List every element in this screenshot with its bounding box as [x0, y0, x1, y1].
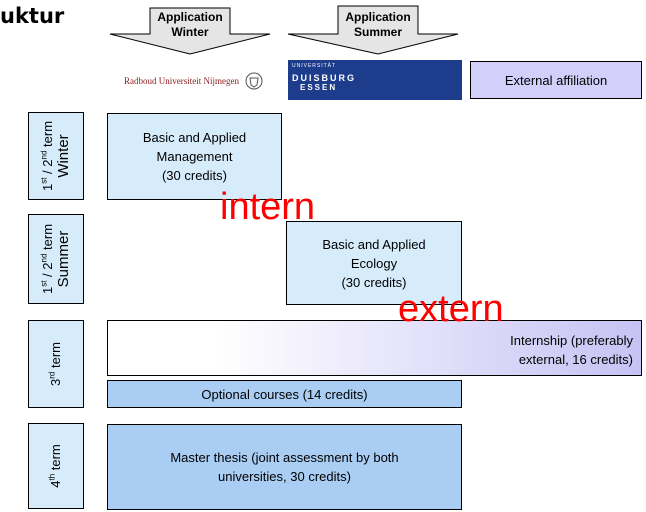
radboud-crest-icon — [245, 72, 263, 90]
term-3-sup1: rd — [47, 371, 57, 379]
term-1-prefix: 1 — [40, 183, 55, 192]
thesis-box: Master thesis (joint assessment by both … — [107, 424, 462, 510]
term-2-mid: / 2 — [40, 262, 55, 281]
term-1-sup2: nd — [39, 150, 49, 160]
term-3-label: 3rd term — [48, 342, 64, 386]
ecology-line2: Ecology — [350, 255, 398, 271]
arrow-summer — [287, 5, 459, 55]
ude-logo: UNIVERSITÄT DUISBURG ESSEN — [288, 60, 462, 100]
term-3: 3rd term — [28, 320, 84, 408]
term-2-summer-label: 1st / 2nd term Summer — [40, 224, 72, 294]
term-4-sup1: th — [47, 473, 57, 481]
management-line1: Basic and Applied — [142, 130, 247, 145]
term-1-season: Winter — [55, 134, 72, 178]
ude-logo-top: UNIVERSITÄT — [292, 63, 337, 69]
page-title: uktur — [0, 4, 65, 28]
term-1-suffix: term — [40, 120, 55, 151]
internship-line2: external, 16 credits) — [518, 352, 633, 367]
management-text: Basic and Applied Management (30 credits… — [143, 128, 246, 185]
thesis-line2: universities, 30 credits) — [218, 469, 351, 484]
term-1-mid: / 2 — [40, 159, 55, 178]
management-line3: (30 credits) — [161, 168, 227, 183]
extern-label: extern — [398, 288, 504, 330]
management-box: Basic and Applied Management (30 credits… — [107, 113, 282, 200]
term-2-sup2: nd — [39, 253, 49, 263]
term-1-winter-label: 1st / 2nd term Winter — [40, 121, 72, 191]
application-summer-label: Application Summer — [338, 10, 418, 40]
internship-box: Internship (preferably external, 16 cred… — [107, 320, 642, 376]
radboud-logo: Radboud Universiteit Nijmegen — [124, 72, 284, 90]
term-2-suffix: term — [40, 223, 55, 254]
term-2-summer-line1: 1st / 2nd term — [40, 224, 56, 294]
ecology-line1: Basic and Applied — [322, 236, 426, 252]
external-affiliation-label: External affiliation — [504, 72, 608, 88]
term-4: 4th term — [28, 423, 84, 509]
term-4-label: 4th term — [48, 444, 64, 488]
term-4-prefix: 4 — [48, 480, 63, 488]
term-2-season: Summer — [55, 230, 72, 288]
optional-courses-label: Optional courses (14 credits) — [201, 386, 368, 402]
term-4-suffix: term — [48, 444, 63, 474]
term-1-sup1: st — [39, 177, 49, 184]
ecology-text: Basic and Applied Ecology (30 credits) — [322, 235, 425, 292]
term-2-sup1: st — [39, 280, 49, 287]
application-winter-label: Application Winter — [150, 10, 230, 40]
ude-logo-sub: ESSEN — [300, 83, 338, 92]
thesis-line1: Master thesis (joint assessment by both — [170, 450, 399, 465]
application-winter-line2: Winter — [171, 25, 209, 39]
radboud-logo-text: Radboud Universiteit Nijmegen — [124, 76, 239, 86]
ecology-box: Basic and Applied Ecology (30 credits) — [286, 221, 462, 305]
ecology-line3: (30 credits) — [341, 274, 407, 290]
term-3-prefix: 3 — [48, 378, 63, 386]
management-line2: Management — [156, 149, 233, 164]
application-summer-line1: Application — [345, 10, 411, 24]
ude-logo-main: DUISBURG — [292, 73, 357, 83]
external-affiliation-box: External affiliation — [470, 61, 642, 99]
term-3-suffix: term — [48, 342, 63, 372]
thesis-text: Master thesis (joint assessment by both … — [170, 448, 398, 486]
term-2-summer: 1st / 2nd term Summer — [28, 214, 84, 304]
internship-line1: Internship (preferably — [510, 333, 633, 348]
intern-label: intern — [220, 186, 316, 228]
term-1-winter: 1st / 2nd term Winter — [28, 112, 84, 200]
application-winter-line1: Application — [157, 10, 223, 24]
application-summer-line2: Summer — [353, 25, 403, 39]
term-2-prefix: 1 — [40, 286, 55, 295]
arrow-winter — [109, 7, 271, 55]
optional-courses-box: Optional courses (14 credits) — [107, 380, 462, 408]
application-arrows — [109, 5, 459, 55]
term-1-winter-line1: 1st / 2nd term — [40, 121, 56, 191]
